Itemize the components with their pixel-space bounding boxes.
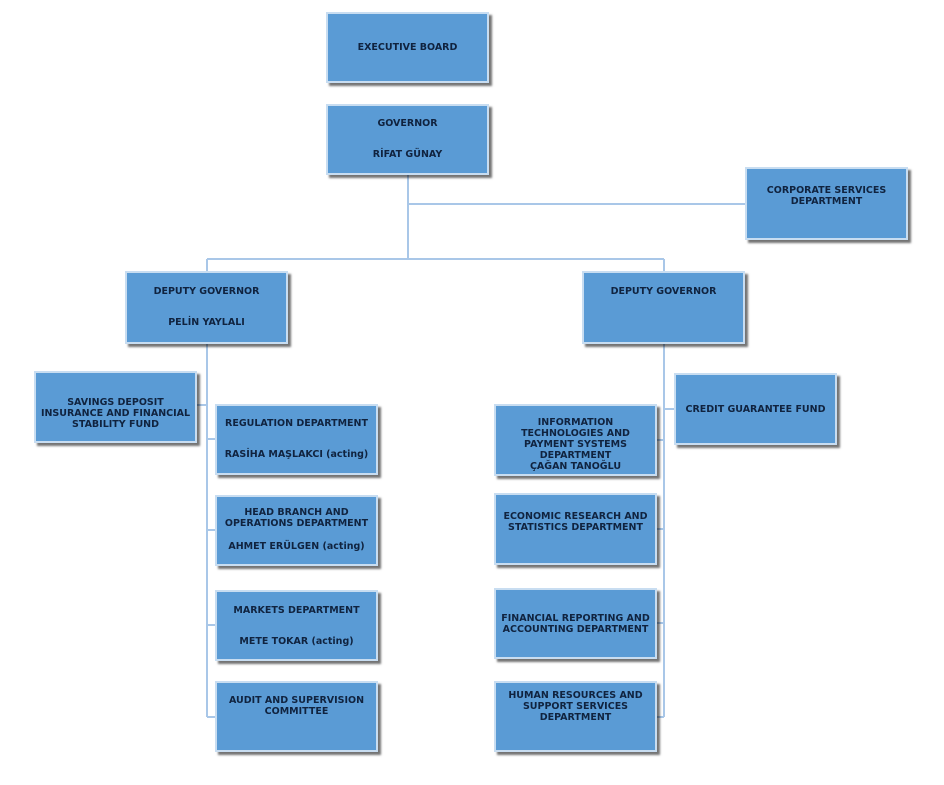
- corporate-services-title: CORPORATE SERVICES DEPARTMENT: [766, 185, 887, 207]
- executive-board-title: EXECUTIVE BOARD: [357, 42, 458, 53]
- hr-department-title: HUMAN RESOURCES AND SUPPORT SERVICES DEP…: [508, 690, 643, 723]
- deputy-governor-right-box: DEPUTY GOVERNOR: [582, 271, 745, 344]
- head-branch-department-box: HEAD BRANCH AND OPERATIONS DEPARTMENT AH…: [215, 495, 378, 566]
- executive-board-box: EXECUTIVE BOARD: [326, 12, 489, 83]
- governor-box: GOVERNOR RİFAT GÜNAY: [326, 104, 489, 175]
- head-branch-department-title: HEAD BRANCH AND OPERATIONS DEPARTMENT: [224, 507, 369, 529]
- governor-name: RİFAT GÜNAY: [372, 149, 443, 160]
- it-department-box: INFORMATION TECHNOLOGIES AND PAYMENT SYS…: [494, 404, 657, 476]
- hr-department-box: HUMAN RESOURCES AND SUPPORT SERVICES DEP…: [494, 681, 657, 752]
- audit-committee-box: AUDIT AND SUPERVISION COMMITTEE: [215, 681, 378, 752]
- corporate-services-box: CORPORATE SERVICES DEPARTMENT: [745, 167, 908, 240]
- it-department-head: ÇAĞAN TANOĞLU: [529, 461, 622, 472]
- sdif-box: SAVINGS DEPOSIT INSURANCE AND FINANCIAL …: [34, 371, 197, 443]
- deputy-governor-left-title: DEPUTY GOVERNOR: [153, 286, 260, 297]
- deputy-governor-left-box: DEPUTY GOVERNOR PELİN YAYLALI: [125, 271, 288, 344]
- economic-research-department-title: ECONOMIC RESEARCH AND STATISTICS DEPARTM…: [503, 511, 648, 533]
- deputy-governor-left-name: PELİN YAYLALI: [168, 317, 245, 328]
- regulation-department-head: RASİHA MAŞLAKCI (acting): [224, 449, 369, 460]
- credit-guarantee-fund-title: CREDIT GUARANTEE FUND: [685, 404, 826, 415]
- markets-department-box: MARKETS DEPARTMENT METE TOKAR (acting): [215, 590, 378, 661]
- markets-department-title: MARKETS DEPARTMENT: [233, 605, 360, 616]
- it-department-title: INFORMATION TECHNOLOGIES AND PAYMENT SYS…: [521, 417, 630, 461]
- head-branch-department-head: AHMET ERÜLGEN (acting): [228, 541, 365, 552]
- deputy-governor-right-title: DEPUTY GOVERNOR: [610, 286, 717, 297]
- regulation-department-title: REGULATION DEPARTMENT: [225, 418, 368, 429]
- sdif-title: SAVINGS DEPOSIT INSURANCE AND FINANCIAL …: [40, 397, 191, 430]
- regulation-department-box: REGULATION DEPARTMENT RASİHA MAŞLAKCI (a…: [215, 404, 378, 475]
- audit-committee-title: AUDIT AND SUPERVISION COMMITTEE: [228, 695, 365, 717]
- credit-guarantee-fund-box: CREDIT GUARANTEE FUND: [674, 373, 837, 445]
- markets-department-head: METE TOKAR (acting): [239, 636, 354, 647]
- governor-title: GOVERNOR: [377, 118, 438, 129]
- financial-reporting-department-title: FINANCIAL REPORTING AND ACCOUNTING DEPAR…: [501, 613, 650, 635]
- financial-reporting-department-box: FINANCIAL REPORTING AND ACCOUNTING DEPAR…: [494, 588, 657, 659]
- economic-research-department-box: ECONOMIC RESEARCH AND STATISTICS DEPARTM…: [494, 493, 657, 565]
